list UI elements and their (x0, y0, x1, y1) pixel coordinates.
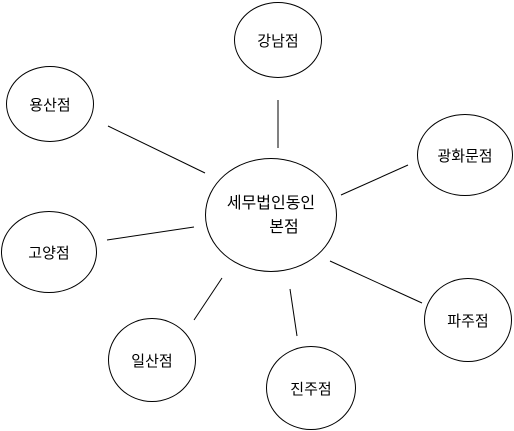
branch-node-gangnam: 강남점 (234, 2, 322, 78)
branch-label: 용산점 (29, 95, 71, 114)
branch-label: 광화문점 (437, 146, 493, 165)
branch-label: 진주점 (290, 379, 332, 398)
branch-node-yongsan: 용산점 (6, 66, 94, 142)
branch-node-ilsan: 일산점 (108, 318, 196, 402)
branch-node-goyang: 고양점 (1, 211, 97, 293)
connector-ilsan (193, 277, 223, 321)
branch-node-gwanghwamun: 광화문점 (417, 114, 513, 196)
branch-label: 일산점 (131, 351, 173, 370)
center-node-head-office: 세무법인동인 본점 (205, 158, 337, 272)
connector-jinju (289, 288, 298, 337)
connector-paju (329, 260, 423, 304)
branch-label: 파주점 (447, 311, 489, 330)
center-label-line1: 세무법인동인 (226, 193, 316, 212)
branch-label: 고양점 (28, 243, 70, 262)
connector-gwanghwamun (340, 164, 409, 196)
branch-node-paju: 파주점 (424, 278, 512, 362)
branch-node-jinju: 진주점 (266, 346, 356, 430)
connector-goyang (106, 226, 195, 241)
center-label-line2: 본점 (269, 217, 299, 236)
branch-label: 강남점 (257, 31, 299, 50)
connector-yongsan (107, 125, 206, 174)
